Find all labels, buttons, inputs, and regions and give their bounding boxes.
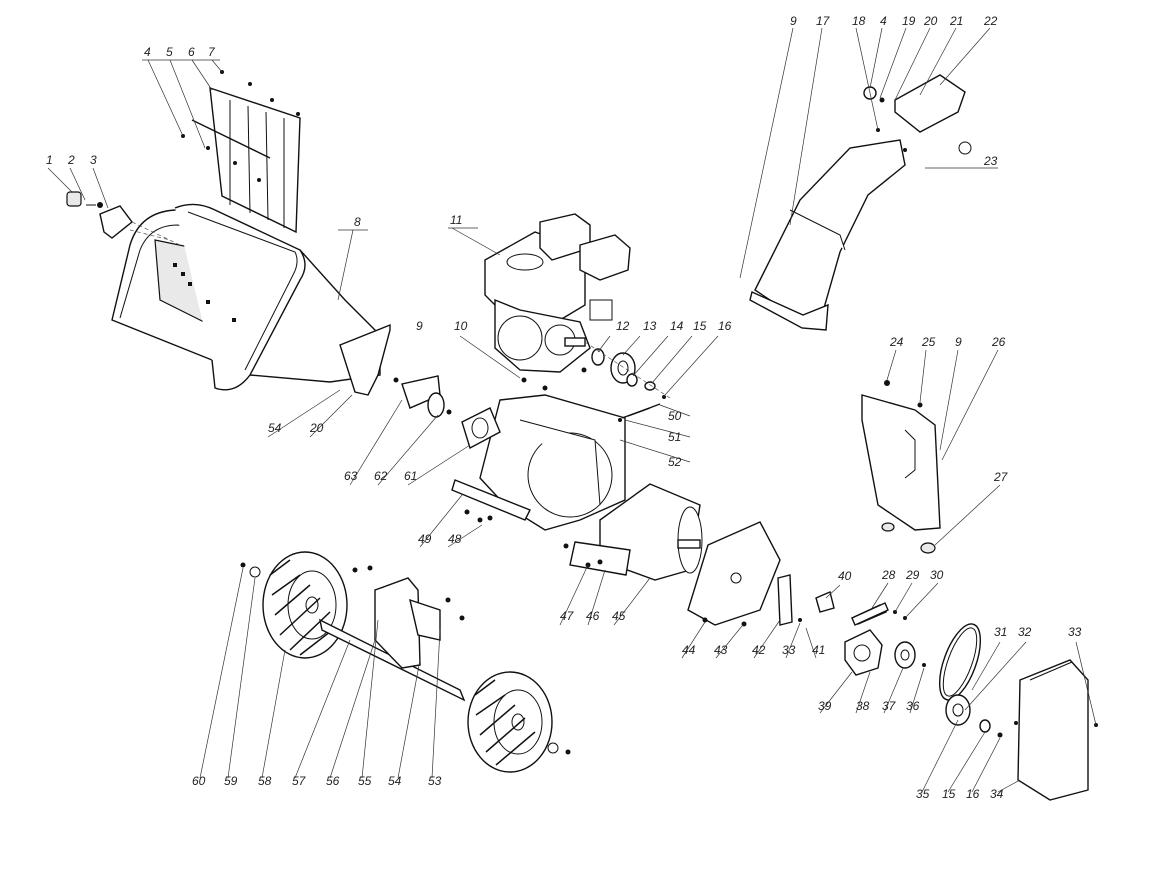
label-25: 25 — [921, 335, 936, 349]
label-36: 36 — [906, 699, 920, 713]
side-plate-part — [393, 375, 452, 418]
label-44: 44 — [682, 643, 696, 657]
label-16: 16 — [966, 787, 980, 801]
label-6: 6 — [188, 45, 195, 59]
label-12: 12 — [616, 319, 630, 333]
label-58: 58 — [258, 774, 272, 788]
label-3: 3 — [90, 153, 97, 167]
label-54: 54 — [268, 421, 282, 435]
label-9: 9 — [790, 14, 797, 28]
axle-part — [319, 565, 466, 702]
label-23: 23 — [983, 154, 998, 168]
label-37: 37 — [882, 699, 897, 713]
wheel-left-part — [240, 551, 348, 659]
label-20: 20 — [923, 14, 938, 28]
tensioner-bracket-part — [851, 602, 907, 626]
label-31: 31 — [994, 625, 1007, 639]
label-30: 30 — [930, 568, 944, 582]
label-62: 62 — [374, 469, 388, 483]
label-20: 20 — [309, 421, 324, 435]
label-1: 1 — [46, 153, 53, 167]
label-42: 42 — [752, 643, 766, 657]
label-28: 28 — [881, 568, 896, 582]
label-45: 45 — [612, 609, 626, 623]
flap-part — [181, 70, 301, 234]
label-39: 39 — [818, 699, 832, 713]
label-47: 47 — [560, 609, 575, 623]
label-41: 41 — [812, 643, 825, 657]
label-11: 11 — [450, 213, 462, 227]
label-63: 63 — [344, 469, 358, 483]
engine-part — [484, 213, 631, 373]
label-15: 15 — [693, 319, 707, 333]
label-4: 4 — [880, 14, 887, 28]
label-10: 10 — [454, 319, 468, 333]
hopper-part — [111, 203, 391, 396]
label-14: 14 — [670, 319, 684, 333]
label-55: 55 — [358, 774, 372, 788]
label-19: 19 — [902, 14, 916, 28]
label-9: 9 — [955, 335, 962, 349]
bolt-part — [618, 403, 661, 422]
label-50: 50 — [668, 409, 682, 423]
label-16: 16 — [718, 319, 732, 333]
belt-part — [938, 623, 1003, 738]
label-7: 7 — [208, 45, 216, 59]
label-24: 24 — [889, 335, 904, 349]
label-49: 49 — [418, 532, 432, 546]
label-2: 2 — [67, 153, 75, 167]
label-9: 9 — [416, 319, 423, 333]
label-34: 34 — [990, 787, 1004, 801]
label-59: 59 — [224, 774, 238, 788]
label-33: 33 — [1068, 625, 1082, 639]
rotor-part — [563, 483, 703, 581]
label-48: 48 — [448, 532, 462, 546]
label-21: 21 — [949, 14, 963, 28]
label-8: 8 — [354, 215, 361, 229]
label-22: 22 — [983, 14, 998, 28]
label-46: 46 — [586, 609, 600, 623]
label-5: 5 — [166, 45, 173, 59]
label-57: 57 — [292, 774, 307, 788]
wheel-right-part — [467, 671, 571, 773]
label-53: 53 — [428, 774, 442, 788]
label-56: 56 — [326, 774, 340, 788]
label-38: 38 — [856, 699, 870, 713]
label-17: 17 — [816, 14, 831, 28]
label-26: 26 — [991, 335, 1006, 349]
label-13: 13 — [643, 319, 657, 333]
engine-pulley-assembly — [584, 341, 671, 399]
part-labels: 1 2 3 4 5 6 7 8 9 9 9 10 11 12 13 14 15 … — [46, 14, 1082, 801]
guard-part — [861, 380, 941, 554]
label-51: 51 — [668, 430, 681, 444]
label-32: 32 — [1018, 625, 1032, 639]
label-60: 60 — [192, 774, 206, 788]
label-15: 15 — [942, 787, 956, 801]
label-43: 43 — [714, 643, 728, 657]
label-4: 4 — [144, 45, 151, 59]
discharge-chute-part — [749, 139, 906, 331]
bearing-plate-part — [687, 521, 835, 627]
label-29: 29 — [905, 568, 920, 582]
label-52: 52 — [668, 455, 682, 469]
leader-lines — [47, 27, 1097, 793]
label-33: 33 — [782, 643, 796, 657]
label-54: 54 — [388, 774, 402, 788]
label-35: 35 — [916, 787, 930, 801]
frame-part — [451, 367, 651, 531]
belt-cover-part — [1014, 659, 1098, 801]
label-61: 61 — [404, 469, 417, 483]
label-40: 40 — [838, 569, 852, 583]
label-18: 18 — [852, 14, 866, 28]
label-27: 27 — [993, 470, 1009, 484]
deflector-part — [863, 74, 972, 155]
knob-assembly — [66, 191, 181, 246]
